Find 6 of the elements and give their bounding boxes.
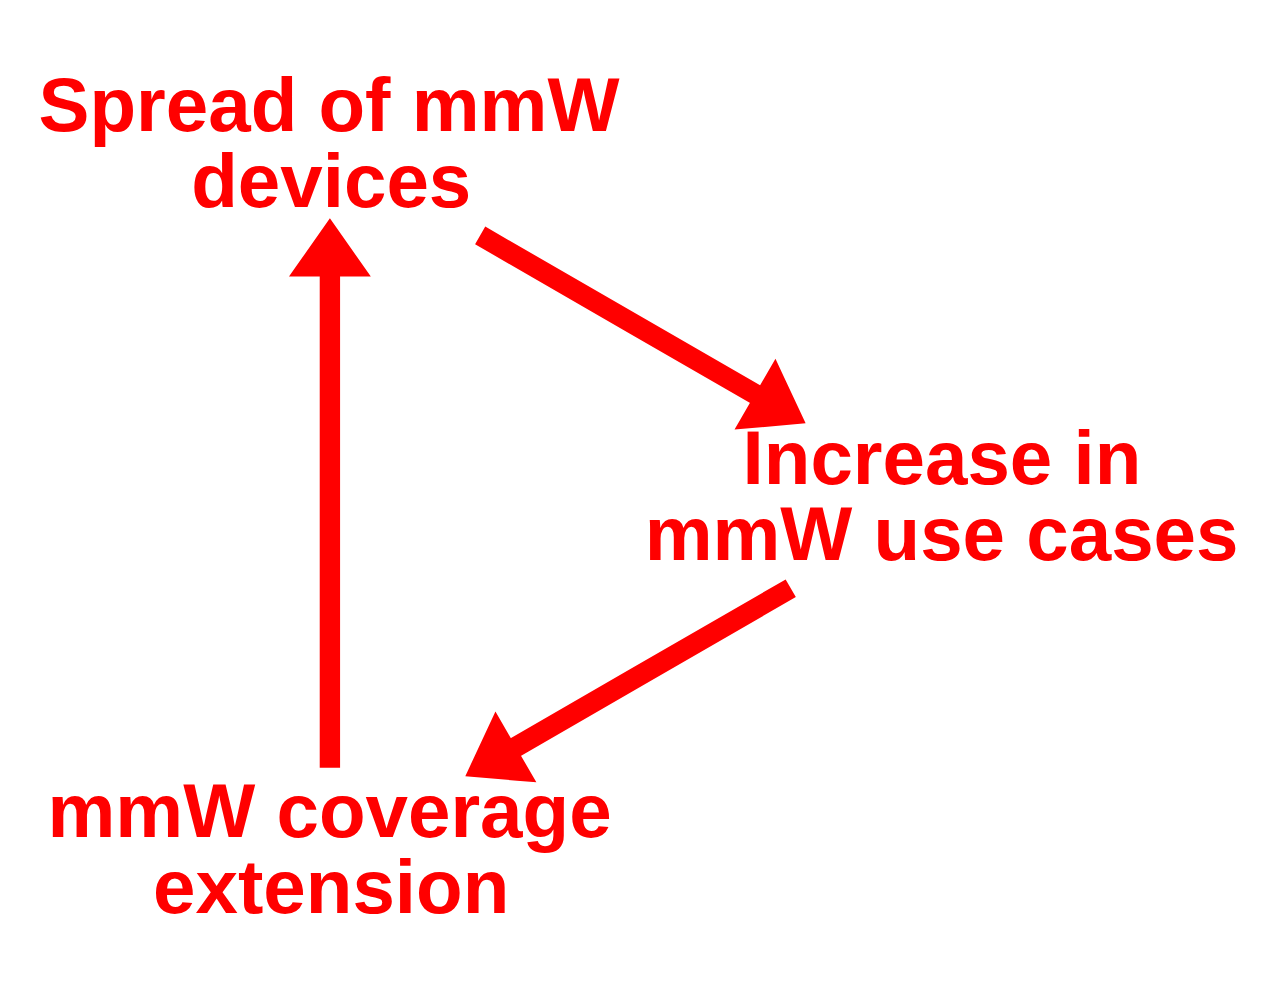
arrow <box>465 578 796 782</box>
arrow <box>289 217 371 768</box>
node-text: mmW coverage extension <box>47 767 612 929</box>
node-text: Increase in mmW use cases <box>644 414 1239 576</box>
node-text: Spread of mmW devices <box>38 61 620 223</box>
arrow <box>475 226 806 430</box>
